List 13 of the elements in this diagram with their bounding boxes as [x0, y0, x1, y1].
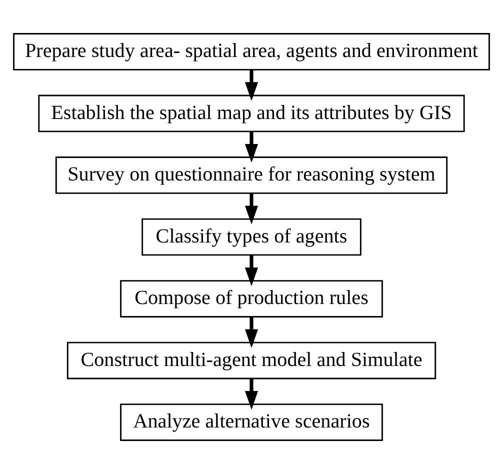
- node-box: Establish the spatial map and its attributes by GIS: [38, 94, 465, 132]
- node-box: Analyze alternative scenarios: [120, 403, 383, 440]
- arrow: [244, 316, 258, 348]
- node-box: Construct multi-agent model and Simulate: [66, 341, 436, 379]
- node-box: Compose of production rules: [120, 280, 383, 317]
- arrow: [244, 131, 258, 162]
- arrow: [244, 254, 258, 286]
- arrow: [244, 69, 258, 100]
- arrow: [244, 378, 258, 410]
- node-box: Classify types of agents: [142, 218, 362, 256]
- node-box: Prepare study area- spatial area, agents and environment: [13, 32, 490, 70]
- arrow: [244, 192, 258, 224]
- node-box: Survey on questionnaire for reasoning system: [55, 156, 448, 194]
